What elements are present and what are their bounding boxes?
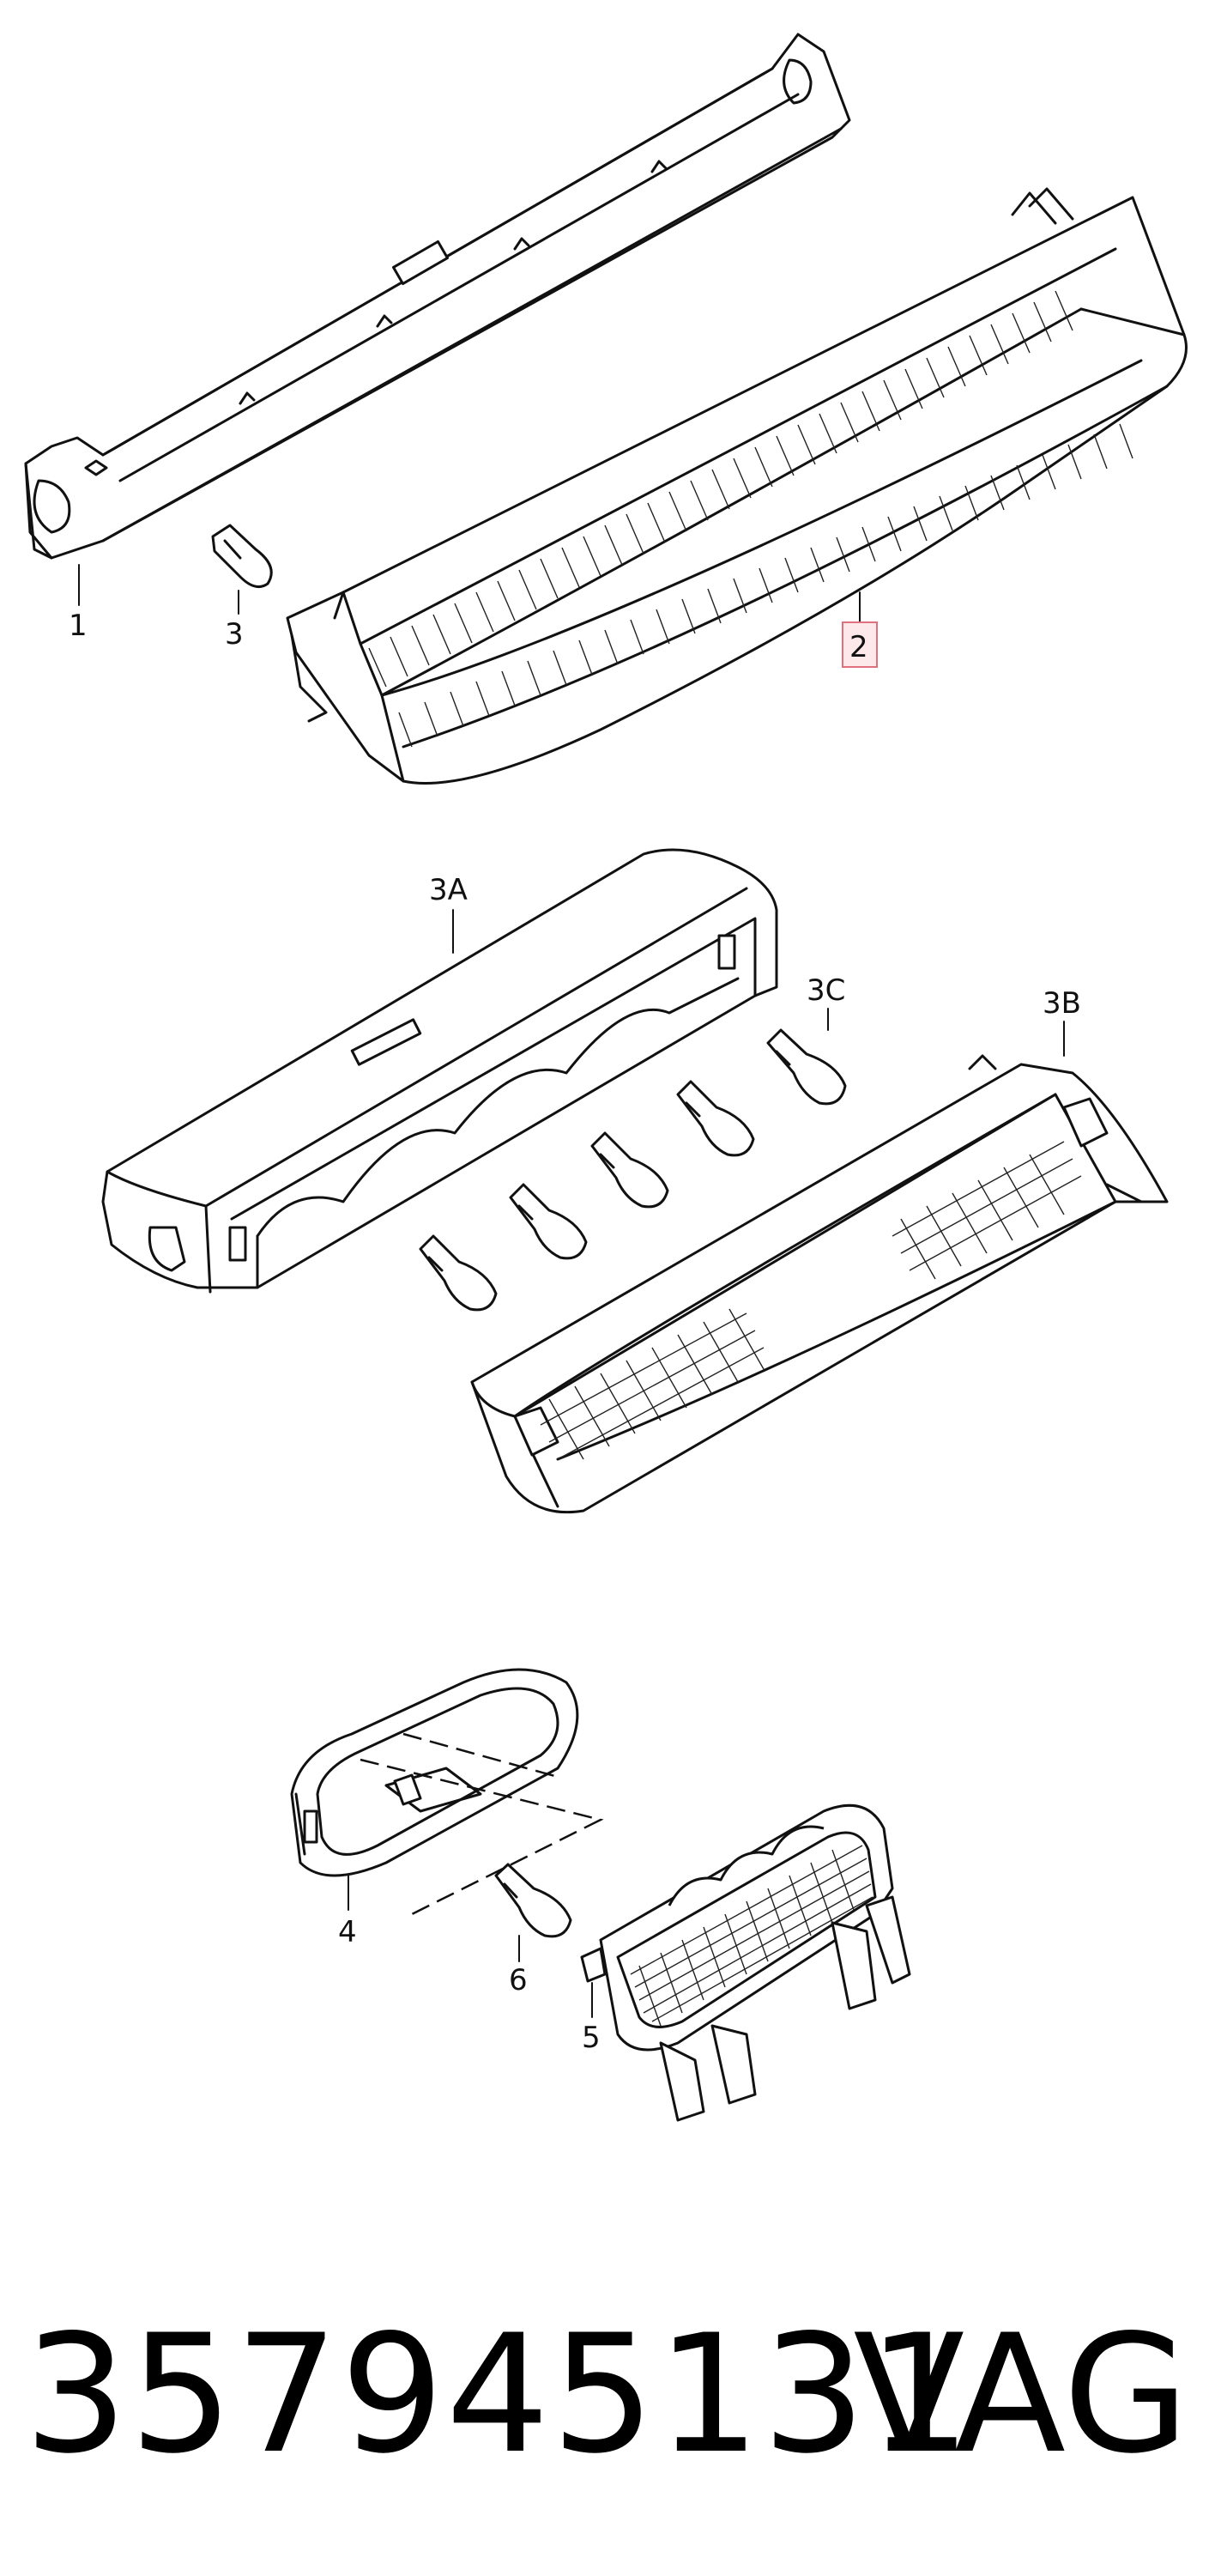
callout-3a: 3A — [429, 873, 468, 954]
callout-4-label: 4 — [338, 1915, 357, 1949]
part-5-lens — [580, 1803, 911, 2122]
callout-2-highlight — [842, 621, 878, 668]
bulb-3c-1 — [766, 1028, 847, 1106]
callout-3a-label: 3A — [429, 873, 468, 907]
callout-3-label: 3 — [225, 617, 244, 652]
part-3b-lens — [470, 1054, 1169, 1514]
bulb-3c-2 — [676, 1080, 755, 1157]
callout-3b: 3B — [1043, 986, 1081, 1057]
lens-hatching — [368, 290, 1133, 748]
callout-2-label: 2 — [849, 630, 868, 664]
part-3c-bulbs — [419, 1028, 847, 1312]
callout-5: 5 — [582, 1982, 601, 2055]
callout-1: 1 — [69, 564, 88, 643]
callout-3: 3 — [225, 590, 244, 652]
callout-2: 2 — [842, 591, 878, 668]
lens-grid — [540, 1141, 1082, 1460]
part-4-housing — [290, 1668, 604, 1916]
bulb-3c-4 — [509, 1183, 588, 1260]
bulb-3c-5 — [419, 1234, 498, 1312]
callout-5-label: 5 — [582, 2021, 601, 2055]
part-number: 357945131 — [24, 2300, 973, 2489]
footer: 357945131 VAG — [0, 2283, 1215, 2506]
part-3a-housing — [101, 848, 778, 1294]
callout-3c: 3C — [807, 973, 845, 1031]
callout-6: 6 — [509, 1935, 528, 1997]
parts-diagram: 1 3 2 — [24, 33, 1188, 2122]
brand-label: VAG — [853, 2300, 1189, 2489]
part-3-bulb — [211, 524, 273, 589]
callout-1-label: 1 — [69, 609, 88, 643]
part-2-brake-light — [286, 187, 1188, 785]
callout-3c-label: 3C — [807, 973, 845, 1008]
part-1-bracket — [24, 33, 851, 560]
bulb-3c-3 — [590, 1131, 669, 1209]
callout-4: 4 — [338, 1875, 357, 1949]
callout-3b-label: 3B — [1043, 986, 1081, 1021]
lens-grid-5 — [630, 1845, 873, 2027]
callout-6-label: 6 — [509, 1963, 528, 1997]
part-6-bulb — [494, 1863, 572, 1938]
